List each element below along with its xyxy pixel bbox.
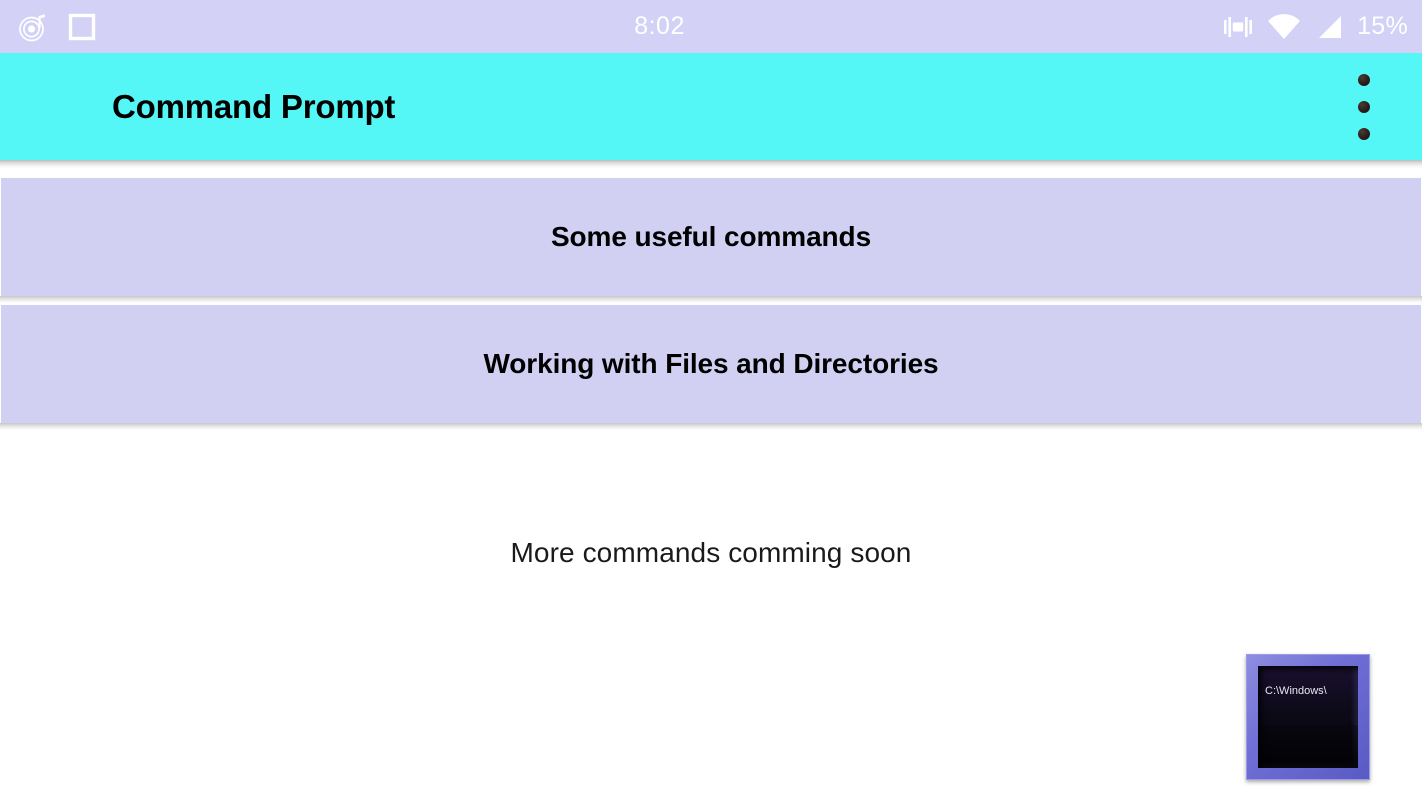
overflow-dot (1358, 127, 1370, 140)
overflow-dot (1358, 73, 1370, 86)
vibrate-icon (1223, 14, 1253, 40)
app-bar: Command Prompt (0, 53, 1422, 160)
list-item-label: Working with Files and Directories (483, 348, 939, 379)
list-item-label: Some useful commands (550, 221, 872, 252)
status-bar-right-icons: 15% (1223, 14, 1408, 40)
overflow-menu-icon[interactable] (1350, 68, 1378, 146)
square-app-icon (68, 13, 96, 41)
status-bar: 8:02 15% (0, 0, 1422, 53)
command-category-list: Some useful commands Working with Files … (0, 169, 1422, 431)
status-clock: 8:02 (634, 12, 685, 40)
overflow-dot (1358, 100, 1370, 113)
app-bar-shadow (0, 160, 1422, 169)
command-prompt-screen: C:\Windows\ (1258, 666, 1358, 768)
status-bar-left-icons (18, 12, 96, 42)
command-prompt-path-text: C:\Windows\ (1265, 685, 1327, 697)
command-prompt-icon[interactable]: C:\Windows\ (1246, 654, 1370, 780)
list-item-some-useful-commands[interactable]: Some useful commands (0, 178, 1422, 304)
music-disc-icon (18, 12, 48, 42)
wifi-icon (1267, 13, 1301, 40)
battery-percent-label: 15% (1357, 12, 1408, 40)
coming-soon-note: More commands comming soon (510, 537, 912, 568)
cellular-signal-icon (1315, 14, 1343, 40)
list-item-working-with-files-and-directories[interactable]: Working with Files and Directories (0, 305, 1422, 431)
status-bar-center: 8:02 (96, 14, 1223, 39)
page-title: Command Prompt (112, 87, 396, 125)
